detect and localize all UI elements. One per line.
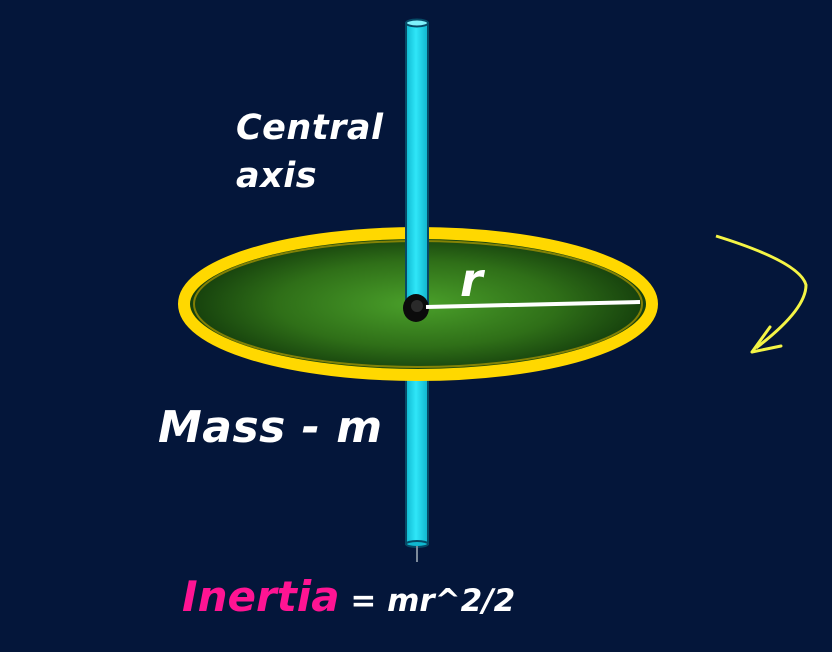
mass-label: Mass - m — [158, 402, 383, 453]
formula-expression: = mr^2/2 — [339, 583, 516, 619]
central-axis-label: Central axis — [236, 108, 384, 196]
radius-label: r — [460, 253, 484, 307]
axis-rod-lower — [405, 371, 429, 562]
axis-pivot — [403, 294, 429, 322]
curved-rotation-arrow-icon — [715, 234, 808, 354]
formula-term: Inertia — [182, 572, 340, 621]
inertia-formula: Inertia = mr^2/2 — [182, 572, 515, 621]
axis-rod-upper — [405, 18, 429, 306]
radius-line — [425, 300, 641, 309]
